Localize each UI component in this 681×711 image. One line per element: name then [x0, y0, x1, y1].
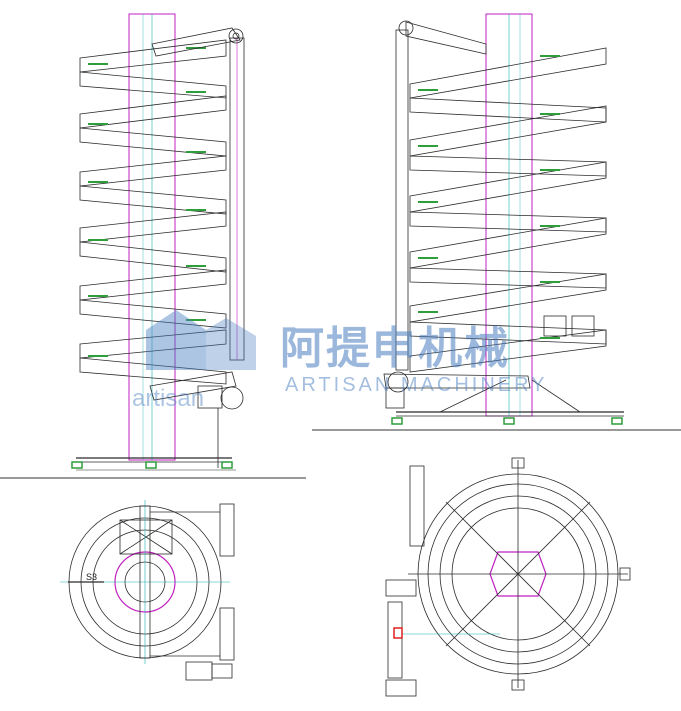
left-spiral-slats — [79, 39, 227, 385]
right-elevation-view — [383, 13, 624, 425]
watermark-small: artisan — [132, 385, 205, 412]
left-elevation-view — [71, 13, 245, 471]
watermark-logo — [146, 310, 256, 370]
watermark-english: ARTISAN MACHINERY — [285, 374, 548, 396]
right-top-view — [385, 457, 631, 697]
watermark-chinese: 阿提申机械 — [280, 323, 510, 374]
left-top-view — [60, 500, 235, 681]
dimension-label: S3 — [86, 572, 98, 582]
